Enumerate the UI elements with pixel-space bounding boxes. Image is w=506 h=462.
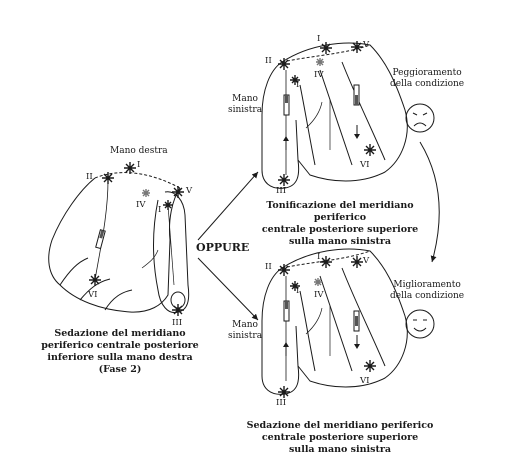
left-caption-line-3: inferiore sulla mano destra	[47, 352, 193, 363]
left-caption-line-4: (Fase 2)	[98, 364, 142, 375]
top-side-label-line-2: sinistra	[228, 105, 263, 115]
top-right-hand-drawing	[261, 42, 408, 189]
top-right-caption: Tonificazione del meridiano periferico c…	[245, 200, 435, 248]
point-label-vi-left: VI	[88, 290, 98, 300]
left-hand-points	[89, 162, 184, 316]
point-label-i-bottom: I	[317, 252, 321, 262]
branch-arrows	[197, 141, 440, 321]
bottom-caption-line-2: centrale posteriore superiore	[261, 432, 419, 443]
top-status-line-2: della condizione	[390, 79, 465, 89]
bottom-side-label-line-1: Mano	[232, 320, 258, 330]
point-label-v-bottom: V	[363, 256, 370, 266]
point-label-iv-top: IV	[314, 70, 324, 80]
left-hand-caption: Sedazione del meridiano periferico centr…	[40, 328, 200, 376]
point-label-i-top-thumb: I	[296, 80, 300, 90]
sad-face-icon	[405, 103, 435, 133]
top-status-label: Peggioramento della condizione	[390, 68, 464, 90]
point-label-vi-bottom: VI	[360, 376, 370, 386]
happy-face-icon	[405, 309, 435, 339]
point-label-iii-left: III	[172, 318, 183, 328]
left-caption-line-2: periferico centrale posteriore	[41, 340, 199, 351]
point-label-v-left: V	[186, 186, 193, 196]
left-hand-drawing	[48, 172, 190, 314]
bottom-right-caption: Sedazione del meridiano periferico centr…	[245, 420, 435, 456]
top-caption-line-1: Tonificazione del meridiano periferico	[266, 200, 414, 223]
point-label-iv-left: IV	[136, 200, 146, 210]
top-side-label-line-1: Mano	[232, 94, 258, 104]
bottom-status-label: Miglioramento della condizione	[390, 280, 464, 302]
bottom-status-line-2: della condizione	[390, 291, 465, 301]
point-label-i-top: I	[317, 34, 321, 44]
point-label-ii-left: II	[86, 172, 93, 182]
top-caption-line-3: sulla mano sinistra	[288, 236, 392, 247]
left-caption-line-1: Sedazione del meridiano	[54, 328, 186, 339]
point-label-i-left-top: I	[137, 160, 141, 170]
bottom-right-hand-drawing	[261, 248, 408, 395]
oppure-label: OPPURE	[196, 241, 250, 254]
top-status-line-1: Peggioramento	[392, 68, 462, 78]
top-hand-side-label: Mano sinistra	[228, 94, 262, 116]
point-label-iv-bottom: IV	[314, 290, 324, 300]
top-right-hand-points	[278, 41, 376, 186]
bottom-hand-side-label: Mano sinistra	[228, 320, 262, 342]
point-label-i-left-thumb: I	[158, 205, 162, 215]
bottom-caption-line-1: Sedazione del meridiano periferico	[246, 420, 434, 431]
bottom-right-hand-points	[278, 256, 376, 398]
point-label-ii-bottom: II	[265, 262, 272, 272]
point-label-iii-top: III	[276, 186, 287, 196]
point-label-v-top: V	[363, 40, 370, 50]
bottom-caption-line-3: sulla mano sinistra	[288, 444, 392, 455]
bottom-side-label-line-2: sinistra	[228, 331, 263, 341]
point-label-ii-top: II	[265, 56, 272, 66]
bottom-status-line-1: Miglioramento	[393, 280, 461, 290]
point-label-vi-top: VI	[360, 160, 370, 170]
left-hand-title: Mano destra	[110, 146, 168, 156]
point-label-i-bottom-thumb: I	[296, 286, 300, 296]
point-label-iii-bottom: III	[276, 398, 287, 408]
top-caption-line-2: centrale posteriore superiore	[261, 224, 419, 235]
